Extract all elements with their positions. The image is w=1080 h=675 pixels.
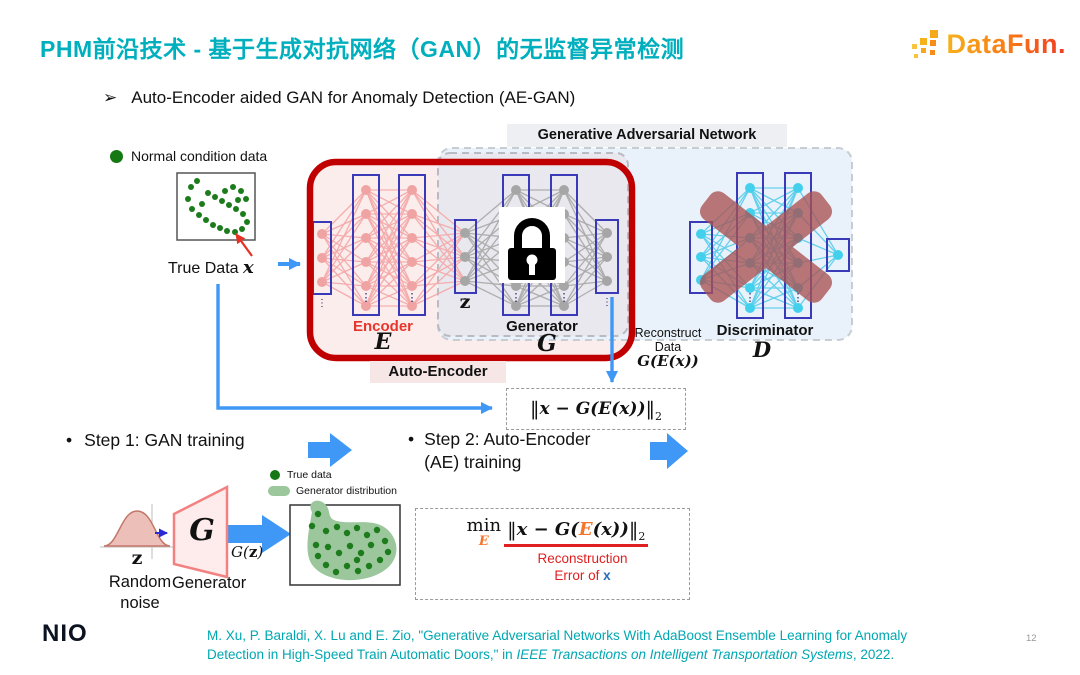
svg-text:⋮: ⋮ [745,292,756,304]
discriminator-label: Discriminator [716,322,814,339]
datafun-pixels-icon [912,30,939,58]
gz-label: G(z) [231,543,264,561]
block-arrows [228,433,688,553]
bell-curve [100,504,173,559]
green-dot-icon [270,470,280,480]
generator-symbol: G [537,330,557,357]
lock-icon [499,207,565,283]
arrow-gz [228,515,291,553]
gan-box-title: Generative Adversarial Network [507,124,787,147]
page-number: 12 [1026,633,1037,644]
svg-text:⋮: ⋮ [511,292,522,304]
reconstruction-error-caption: Reconstruction Error of x [537,551,628,583]
blob-dots [308,510,392,576]
reconstruct-data-label: Reconstruct [634,326,702,340]
page-title: PHM前沿技术 - 基于生成对抗网络（GAN）的无监督异常检测 [40,36,685,62]
z-symbol: z [459,291,471,313]
encoder-network [321,189,466,307]
reconstruct-data-label2: Data [654,340,682,354]
step2-label: • Step 2: Auto-Encoder (AE) training [408,429,591,473]
datafun-wordmark: DataFun. [946,28,1066,59]
generator-label: Generator [506,318,578,335]
svg-text:⋮: ⋮ [602,297,612,308]
green-dot-icon [110,149,123,163]
discriminator-symbol: D [752,337,772,362]
reconstruct-formula: G(E(x)) [637,352,699,370]
reconstruction-formula-box: ‖x − G(E(x))‖2 [506,388,686,430]
bullet-item: ➢ Auto-Encoder aided GAN for Anomaly Det… [103,88,575,108]
autoencoder-label: Auto-Encoder [370,361,506,383]
autoencoder-box-border [306,158,636,362]
citation: M. Xu, P. Baraldi, X. Lu and E. Zio, "Ge… [207,628,908,662]
svg-text:⋮: ⋮ [460,297,470,308]
encoder-label: Encoder [352,318,413,335]
svg-text:⋮: ⋮ [361,292,372,304]
encoder-symbol: E [374,329,392,355]
legend-generator-distribution: Generator distribution [268,485,397,497]
generator-bottom-label: Generator [172,574,247,592]
z-noise-symbol: z [131,547,143,569]
distribution-plot [289,500,401,586]
min-formula-box: min E ‖x − G(E(x))‖2 Reconstruction Erro… [415,508,690,600]
svg-text:⋮: ⋮ [407,292,418,304]
legend-normal-label: Normal condition data [131,148,268,164]
svg-text:⋮: ⋮ [317,298,327,309]
legend-true-data: True data [270,469,332,481]
reconstruction-error-expression: ‖x − G(E(x))‖2 [504,519,649,547]
red-cross-icon [699,191,833,303]
generator-trapezoid-symbol: G [189,513,215,548]
generator-trapezoid [172,484,229,579]
scatter-dots [185,178,250,235]
bullet-text: Auto-Encoder aided GAN for Anomaly Detec… [131,88,576,107]
step1-label: • Step 1: GAN training [66,430,245,450]
arrow-after-step2 [650,433,688,469]
flow-arrows [216,258,618,414]
svg-text:⋮: ⋮ [559,292,570,304]
random-noise-label: Random noise [108,573,172,612]
bullet-marker-icon: ➢ [103,88,118,107]
nio-logo: NIO [42,620,88,647]
datafun-logo: DataFun. [908,24,1066,64]
arrow-truedata-to-formula [216,284,493,414]
red-arrow [235,233,253,257]
svg-text:⋮: ⋮ [793,292,804,304]
legend-normal-condition: Normal condition data [110,148,267,164]
scatter-plot [176,172,256,257]
blob-swatch-icon [268,486,290,496]
true-data-label: True Data x [168,257,254,278]
generator-distribution-blob [307,500,397,581]
arrow-step1-step2 [308,433,352,467]
min-operator: min E [466,515,502,549]
